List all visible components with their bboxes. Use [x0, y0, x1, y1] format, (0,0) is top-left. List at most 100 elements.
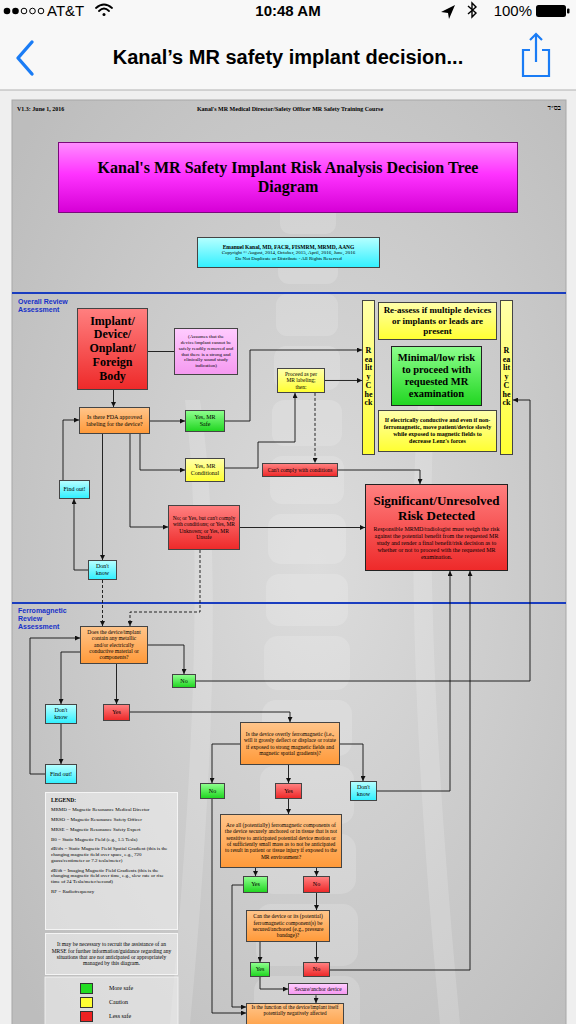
flow-connector [225, 393, 295, 468]
flow-connector [325, 380, 362, 381]
box-text: Don't know [354, 784, 373, 798]
legend-text: Caution [109, 999, 128, 1006]
legend-row: Less safe [80, 1011, 131, 1022]
nav-bar [0, 0, 576, 90]
legend-swatch [80, 983, 93, 994]
box-text: Reality Check [503, 347, 511, 409]
box-subtext: MRSE = Magnetic Resonance Safety Expert [51, 827, 172, 833]
bluetooth-icon [468, 3, 476, 17]
answer-box: Can't comply with conditions [262, 463, 338, 477]
diagram-title: Kanal's MR Safety Implant Risk Analysis … [67, 159, 509, 196]
section-label: Overall Review Assessment [18, 298, 73, 314]
box-text: (Assumes that the device/implant cannot … [178, 334, 234, 369]
box-text: Secure/anchor device [292, 986, 344, 992]
location-icon [441, 5, 455, 19]
page-title: Kanal’s MR safety implant decision... [60, 46, 516, 69]
label-holder: Kanal's MR Medical Director/Safety Offic… [140, 106, 440, 113]
box-subtext: dB/dx = Static Magnetic Field Spatial Gr… [51, 846, 172, 863]
action-box: Proceed as per MR labeling; then: [277, 368, 325, 393]
box-text: Is there FDA approved labeling for the d… [83, 414, 146, 428]
flow-connector [316, 893, 317, 910]
flow-connector [340, 744, 363, 781]
box-text: Reality Check [365, 347, 373, 409]
box-text: Find out! [63, 486, 86, 493]
box-text: No [204, 788, 221, 795]
answer-box: Don't know [350, 781, 377, 801]
label-holder: 100% [476, 2, 532, 19]
flow-connector [130, 550, 200, 626]
answer-box: No [303, 876, 330, 893]
note-box: (Assumes that the device/implant cannot … [174, 328, 238, 375]
flow-connector [288, 765, 289, 783]
section-divider [12, 602, 566, 604]
wifi-icon [96, 5, 112, 17]
flow-connector [225, 350, 362, 421]
label-holder: AT&T [47, 2, 97, 19]
box-text: Is the device overtly ferromagnetic (i.e… [244, 731, 336, 756]
reality-check-column: Reality Check [362, 300, 375, 455]
box-text: Minimal/low risk to proceed with request… [395, 352, 478, 400]
reality-check-column: Reality Check [500, 300, 513, 455]
outcome-box: Minimal/low risk to proceed with request… [391, 346, 482, 406]
box-subtext: RF = Radiofrequency [51, 889, 172, 895]
back-chevron [18, 42, 32, 74]
box-text: LEGEND: [51, 797, 172, 803]
flow-connector [130, 434, 168, 527]
flow-connector [316, 995, 317, 1003]
box-text: No [307, 966, 326, 973]
box-text: Don't know [92, 563, 113, 577]
glossary-box: LEGEND:MRMD = Magnetic Resonance Medical… [45, 792, 178, 930]
box-text: Find out! [49, 771, 73, 778]
flow-connector [61, 652, 80, 704]
version-note: V1.3: June 1, 2016 [17, 106, 107, 113]
action-box: Find out! [45, 764, 77, 784]
answer-box: Yes, MR Safe [185, 410, 225, 432]
flow-connector [130, 712, 290, 722]
flow-connector [315, 393, 316, 463]
answer-box: Yes [275, 783, 302, 799]
box-text: No; or Yes, but can't comply with condit… [172, 515, 236, 540]
clock: 10:48 AM [218, 2, 358, 19]
color-legend-box [45, 977, 178, 1024]
reminder-box: If electrically conductive and even if n… [378, 410, 497, 452]
label-holder: 10:48 AM [218, 2, 358, 19]
box-text: Can the device or its (potential) ferrom… [250, 913, 326, 938]
legend-text: More safe [109, 985, 133, 992]
battery-icon [536, 5, 570, 17]
answer-box: Don't know [45, 704, 77, 724]
flow-connector [102, 434, 103, 560]
legend-row: Caution [80, 997, 128, 1008]
box-subtext: dB/dt = Imaging Magnetic Field Gradients… [51, 868, 172, 885]
box-text: Emanuel Kanal, MD, FACR, FISMRM, MRMD, A… [201, 244, 376, 250]
decision-box: Is the device overtly ferromagnetic (i.e… [240, 722, 340, 765]
flow-connector [260, 942, 261, 962]
box-text: It may be necessary to recruit the assis… [49, 941, 174, 966]
box-text: Proceed as per MR labeling; then: [281, 371, 321, 390]
box-subtext: Responsible MRMD/radiologist must weigh … [369, 526, 504, 560]
flow-connector [377, 571, 450, 791]
legend-text: Less safe [109, 1013, 131, 1020]
nav-divider [0, 90, 576, 91]
answer-box: Yes [250, 962, 270, 977]
start-box: Implant/ Device/ Onplant/ Foreign Body [77, 308, 148, 390]
title-banner: Kanal's MR Safety Implant Risk Analysis … [58, 142, 518, 213]
share-icon [523, 34, 549, 76]
box-text: Does the device/implant contain any meta… [84, 629, 144, 661]
label-holder: V1.3: June 1, 2016 [17, 106, 107, 113]
note-box: It may be necessary to recruit the assis… [45, 933, 178, 975]
action-box: Secure/anchor device [288, 983, 348, 995]
xray-illustration [170, 150, 460, 1024]
answer-box: Don't know [88, 560, 117, 580]
flow-connector [74, 499, 88, 570]
diagram-sheet [12, 100, 566, 1024]
flow-connector [338, 470, 420, 484]
answer-box: Yes, MR Conditional [185, 458, 225, 482]
flow-connector [113, 390, 114, 407]
flow-connector [116, 664, 117, 704]
box-subtext: Copyright © August, 2014, October, 2015,… [201, 250, 376, 256]
flow-connector [148, 351, 174, 352]
flow-connector [316, 942, 317, 962]
box-text: No [176, 678, 192, 685]
box-text: Yes [279, 788, 298, 795]
